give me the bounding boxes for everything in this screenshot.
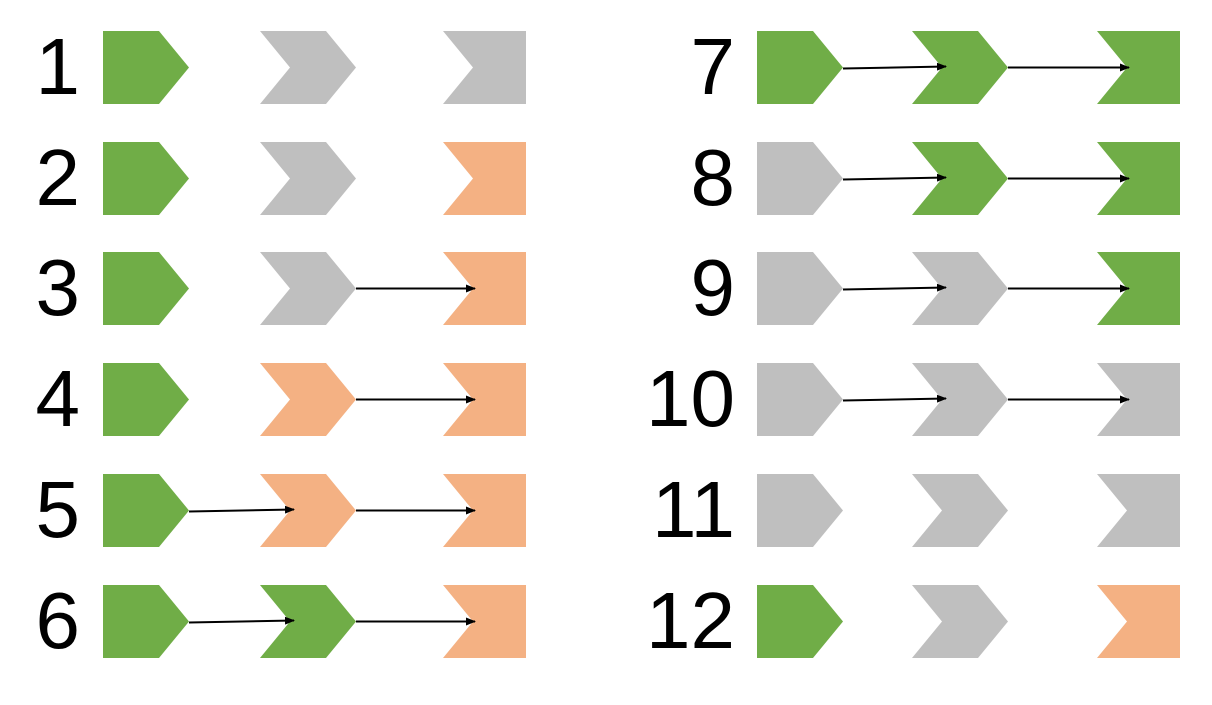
row-2-end-notched-shape-orange	[443, 142, 526, 215]
row-7-arrow-1	[842, 62, 947, 71]
row-6-arrow-1	[188, 616, 295, 625]
row-11-end-notched-shape-grey	[1097, 474, 1180, 547]
row-11-middle-chevron-grey	[912, 474, 1008, 547]
row-5-start-pentagon-green	[103, 474, 189, 547]
row-number-1: 1	[35, 22, 81, 111]
row-number-2: 2	[35, 133, 81, 222]
row-1-start-pentagon-green	[103, 31, 189, 104]
row-number-11: 11	[651, 465, 735, 554]
row-9-start-pentagon-grey	[757, 252, 843, 325]
row-3-end-notched-shape-orange	[443, 252, 526, 325]
row-number-3: 3	[35, 243, 81, 332]
row-8-middle-chevron-green	[912, 142, 1008, 215]
row-12-middle-chevron-grey	[912, 585, 1008, 658]
row-number-4: 4	[35, 354, 81, 443]
row-5-middle-chevron-orange	[260, 474, 356, 547]
row-4-start-pentagon-green	[103, 363, 189, 436]
row-number-8: 8	[690, 133, 736, 222]
row-10-end-notched-shape-grey	[1097, 363, 1180, 436]
row-9-middle-chevron-grey	[912, 252, 1008, 325]
row-number-12: 12	[646, 576, 735, 665]
row-2-middle-chevron-grey	[260, 142, 356, 215]
row-2-start-pentagon-green	[103, 142, 189, 215]
row-11-start-pentagon-grey	[757, 474, 843, 547]
row-10-arrow-1	[842, 394, 947, 403]
row-4-end-notched-shape-orange	[443, 363, 526, 436]
row-number-7: 7	[690, 22, 736, 111]
row-4-middle-chevron-orange	[260, 363, 356, 436]
row-5-end-notched-shape-orange	[443, 474, 526, 547]
row-1-end-notched-shape-grey	[443, 31, 526, 104]
row-9-end-notched-shape-green	[1097, 252, 1180, 325]
row-6-start-pentagon-green	[103, 585, 189, 658]
row-5-arrow-1	[188, 505, 295, 514]
row-6-middle-chevron-green	[260, 585, 356, 658]
row-6-end-notched-shape-orange	[443, 585, 526, 658]
row-8-start-pentagon-grey	[757, 142, 843, 215]
row-7-end-notched-shape-green	[1097, 31, 1180, 104]
row-7-middle-chevron-green	[912, 31, 1008, 104]
row-3-middle-chevron-grey	[260, 252, 356, 325]
row-number-6: 6	[35, 576, 81, 665]
row-10-start-pentagon-grey	[757, 363, 843, 436]
row-7-start-pentagon-green	[757, 31, 843, 104]
row-1-middle-chevron-grey	[260, 31, 356, 104]
row-12-end-notched-shape-orange	[1097, 585, 1180, 658]
row-8-arrow-1	[842, 173, 947, 182]
row-10-middle-chevron-grey	[912, 363, 1008, 436]
row-number-10: 10	[646, 354, 735, 443]
row-number-9: 9	[690, 243, 736, 332]
row-9-arrow-1	[842, 283, 947, 292]
row-3-start-pentagon-green	[103, 252, 189, 325]
row-12-start-pentagon-green	[757, 585, 843, 658]
row-number-5: 5	[35, 465, 81, 554]
row-8-end-notched-shape-green	[1097, 142, 1180, 215]
